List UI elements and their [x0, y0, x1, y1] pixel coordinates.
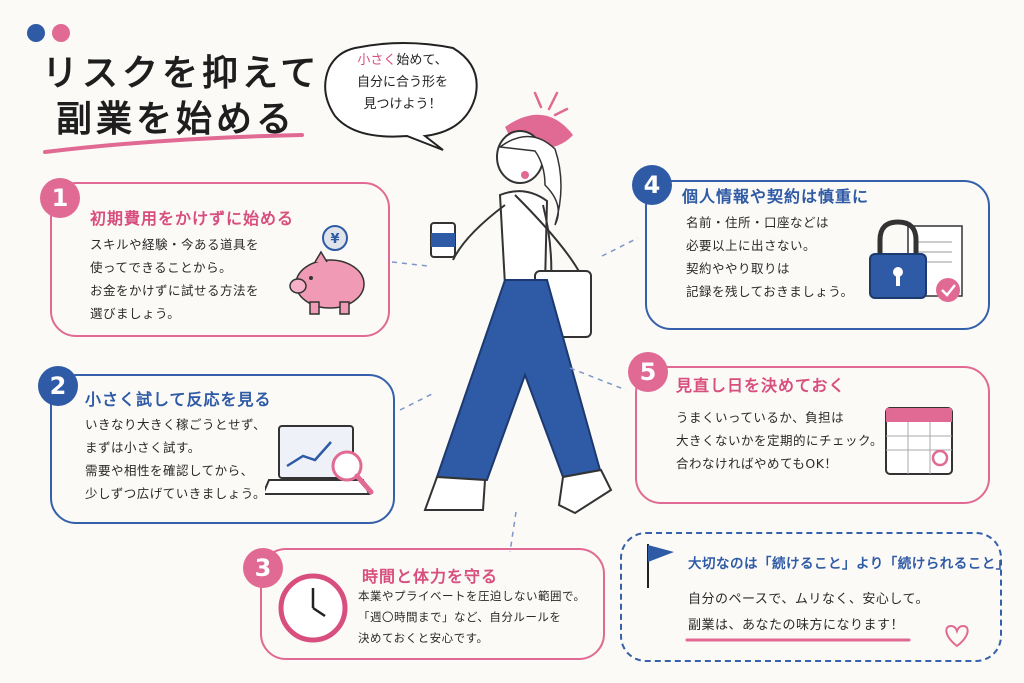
summary-underline — [685, 638, 911, 642]
card-2-number: 2 — [38, 366, 78, 406]
laptop-chart-icon — [265, 425, 374, 495]
card-4-body: 名前・住所・口座などは必要以上に出さない。 契約ややり取りは記録を残しておきまし… — [686, 215, 854, 299]
card-2-heading: 小さく試して反応を見る — [85, 390, 272, 409]
title-line-1: リスクを抑えて — [42, 53, 321, 94]
title-underline — [43, 133, 304, 154]
clock-icon — [278, 573, 348, 643]
bubble-text: 小さく始めて、 自分に合う形を 見つけよう！ — [345, 50, 460, 116]
summary-card — [620, 532, 1002, 662]
blue-dot — [27, 24, 45, 42]
pink-dot — [52, 24, 70, 42]
walking-woman-illustration — [423, 91, 613, 515]
card-1-heading: 初期費用をかけずに始める — [90, 209, 295, 228]
summary-line-1: 自分のペースで、ムリなく、安心して。 — [688, 592, 930, 607]
heart-icon — [945, 624, 969, 648]
summary-line-2: 副業は、あなたの味方になります！ — [688, 618, 905, 633]
card-1 — [50, 182, 390, 337]
card-5 — [635, 366, 990, 504]
title-line-2: 副業を始める — [56, 99, 297, 140]
card-4-heading: 個人情報や契約は慎重に — [682, 187, 870, 206]
card-1-body: スキルや経験・今ある道具を使ってできることから。 お金をかけずに試せる方法を選び… — [90, 237, 260, 321]
card-5-body: うまくいっているか、負担は大きくないかを定期的にチェック。合わなければやめてもO… — [676, 410, 884, 471]
card-3-heading: 時間と体力を守る — [362, 567, 499, 586]
calendar-icon — [885, 407, 953, 475]
bubble-line-2: 自分に合う形を — [356, 75, 448, 90]
card-3-body: 本業やプライベートを圧迫しない範囲で。「週〇時間まで」など、自分ルールを決めてお… — [358, 589, 586, 645]
card-3-number: 3 — [243, 548, 283, 588]
bubble-accent: 小さく — [357, 53, 397, 68]
yen-coin-icon: ¥ — [330, 232, 339, 247]
dashed-connectors — [391, 237, 639, 553]
card-2-body: いきなり大きく稼ごうとせず、まずは小さく試す。 需要や相性を確認してから、少しず… — [85, 417, 267, 501]
summary-heading: 大切なのは「続けること」より「続けられること」 — [688, 556, 1010, 572]
card-4 — [645, 180, 990, 330]
card-4-number: 4 — [632, 165, 672, 205]
card-2 — [50, 374, 395, 524]
card-5-heading: 見直し日を決めておく — [676, 376, 846, 395]
flag-icon — [647, 544, 674, 588]
piggy-bank-icon: ¥ — [289, 225, 365, 315]
bubble-line-3: 見つけよう！ — [363, 97, 442, 112]
speech-bubble — [324, 42, 478, 151]
bubble-line-1: 始めて、 — [396, 53, 448, 68]
card-3 — [260, 548, 605, 660]
card-1-number: 1 — [40, 178, 80, 218]
card-5-number: 5 — [628, 352, 668, 392]
padlock-document-icon — [869, 219, 963, 302]
